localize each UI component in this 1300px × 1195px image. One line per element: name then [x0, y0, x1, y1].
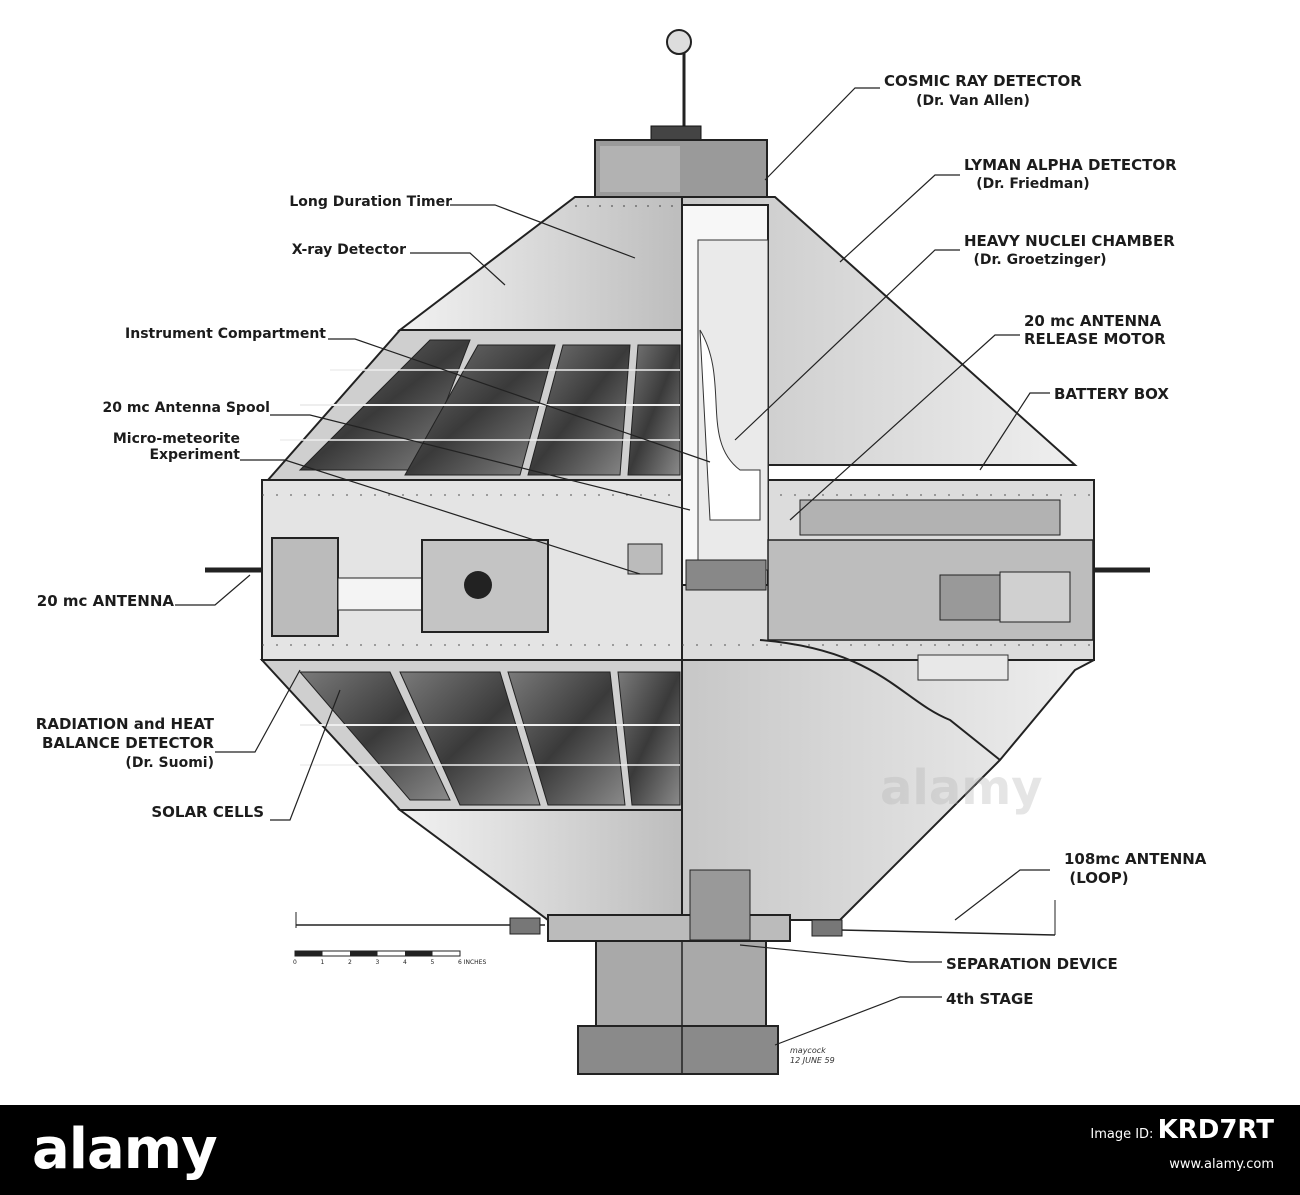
artist-signature-date: 12 JUNE 59: [790, 1056, 835, 1065]
label-radiation-credit: (Dr. Suomi): [125, 755, 214, 771]
label-lyman-alpha-credit: (Dr. Friedman): [976, 176, 1090, 192]
label-antenna-release-motor-line1: 20 mc ANTENNA: [1024, 312, 1162, 330]
image-id-block: Image ID: KRD7RT www.alamy.com: [1090, 1115, 1274, 1180]
alamy-logo: alamy: [32, 1117, 218, 1182]
scale-tick-6: 6 INCHES: [458, 959, 487, 966]
loop-antenna: [295, 900, 1056, 937]
scale-tick-2: 2: [348, 959, 352, 966]
image-id: KRD7RT: [1157, 1115, 1274, 1145]
satellite-cutaway-diagram: [175, 29, 1150, 1075]
upper-solar-band: [265, 329, 683, 481]
top-probe: [650, 29, 702, 145]
label-heavy-nuclei-credit: (Dr. Groetzinger): [973, 252, 1107, 268]
label-fourth-stage: 4th STAGE: [946, 990, 1034, 1008]
lower-solar-band: [259, 659, 683, 811]
scale-tick-3: 3: [375, 959, 380, 966]
label-loop-antenna-line2: (LOOP): [1069, 869, 1129, 887]
central-cutaway: [681, 204, 1094, 641]
lower-shell: [396, 639, 1095, 921]
label-lyman-alpha-detector: LYMAN ALPHA DETECTOR: [964, 156, 1177, 174]
scale-tick-5: 5: [430, 959, 435, 966]
label-radiation-heat-line1: RADIATION and HEAT: [35, 715, 214, 733]
label-xray-detector: X-ray Detector: [291, 242, 406, 258]
label-micro-meteorite-line2: Experiment: [149, 447, 240, 463]
label-20mc-antenna: 20 mc ANTENNA: [36, 592, 174, 610]
label-solar-cells: SOLAR CELLS: [151, 803, 264, 821]
label-instrument-compartment: Instrument Compartment: [125, 326, 326, 342]
leader-lines: [175, 87, 1050, 1046]
label-radiation-heat-line2: BALANCE DETECTOR: [42, 734, 214, 752]
scale-tick-0: 0: [293, 959, 297, 966]
label-antenna-spool: 20 mc Antenna Spool: [102, 400, 270, 416]
label-antenna-release-motor-line2: RELEASE MOTOR: [1024, 330, 1166, 348]
scale-tick-4: 4: [403, 959, 407, 966]
cosmic-ray-housing: [594, 139, 768, 199]
stock-footer: alamy Image ID: KRD7RT www.alamy.com: [0, 1105, 1300, 1195]
label-battery-box: BATTERY BOX: [1054, 385, 1169, 403]
fourth-stage: [577, 940, 779, 1075]
label-cosmic-ray-detector: COSMIC RAY DETECTOR: [884, 72, 1082, 90]
artist-signature-name: maycock: [790, 1046, 826, 1055]
label-separation-device: SEPARATION DEVICE: [946, 955, 1118, 973]
scale-tick-1: 1: [320, 959, 325, 966]
label-micro-meteorite-line1: Micro-meteorite: [112, 431, 240, 447]
label-long-duration-timer: Long Duration Timer: [289, 194, 452, 210]
label-heavy-nuclei-chamber: HEAVY NUCLEI CHAMBER: [964, 232, 1175, 250]
label-loop-antenna-line1: 108mc ANTENNA: [1064, 850, 1207, 868]
footer-url: www.alamy.com: [1169, 1157, 1274, 1172]
image-id-label: Image ID:: [1090, 1127, 1158, 1142]
label-cosmic-ray-credit: (Dr. Van Allen): [916, 93, 1030, 109]
scale-bar: [294, 950, 461, 957]
upper-shell: [397, 196, 1078, 466]
watermark: alamy: [880, 760, 1043, 816]
